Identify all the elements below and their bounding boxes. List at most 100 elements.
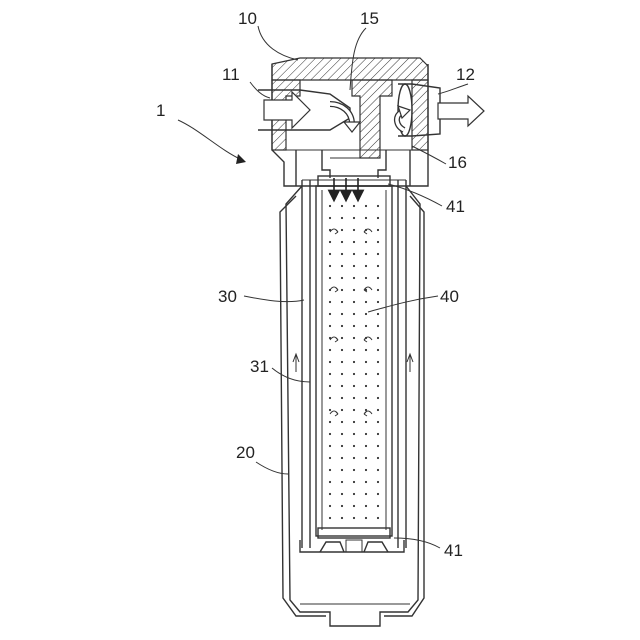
media-dot <box>329 277 331 279</box>
flow-curl-mark <box>330 411 338 416</box>
media-dot <box>341 349 343 351</box>
media-dot <box>341 385 343 387</box>
media-dot <box>329 433 331 435</box>
media-dot <box>329 325 331 327</box>
media-dot <box>329 397 331 399</box>
media-dot <box>329 505 331 507</box>
media-dot <box>377 409 379 411</box>
media-dot <box>365 373 367 375</box>
label-filter-element: 40 <box>440 287 459 306</box>
label-head: 10 <box>238 9 257 28</box>
media-dot <box>329 217 331 219</box>
media-dot <box>377 361 379 363</box>
media-dot <box>377 301 379 303</box>
media-dot <box>329 373 331 375</box>
media-dot <box>377 313 379 315</box>
media-dot <box>353 433 355 435</box>
label-end-cap-bottom: 41 <box>444 541 463 560</box>
media-dot <box>353 325 355 327</box>
media-dot <box>353 469 355 471</box>
media-dot <box>353 373 355 375</box>
media-dot <box>329 301 331 303</box>
inflow-down-arrows <box>334 178 358 196</box>
media-dot <box>377 457 379 459</box>
media-dot <box>365 325 367 327</box>
media-dot <box>341 229 343 231</box>
media-dot <box>365 253 367 255</box>
media-dot <box>365 241 367 243</box>
media-dot <box>353 385 355 387</box>
media-dot <box>365 301 367 303</box>
flow-curl-mark <box>364 287 372 292</box>
leader-16 <box>412 146 446 164</box>
media-dot <box>329 313 331 315</box>
media-dot <box>341 217 343 219</box>
media-dot <box>353 289 355 291</box>
media-dot <box>329 361 331 363</box>
media-dot <box>341 313 343 315</box>
media-dot <box>341 373 343 375</box>
leader-1-arrowhead <box>236 154 246 164</box>
media-dot <box>341 505 343 507</box>
media-dot <box>365 265 367 267</box>
media-dot <box>329 481 331 483</box>
media-dot <box>377 325 379 327</box>
media-dot <box>329 253 331 255</box>
media-dot <box>377 349 379 351</box>
media-dot <box>353 361 355 363</box>
leader-20 <box>256 462 288 474</box>
media-dot <box>341 361 343 363</box>
flow-curl-mark <box>364 411 372 416</box>
inlet-flow-arrow <box>264 92 310 128</box>
media-dot <box>341 325 343 327</box>
filter-element <box>300 176 404 552</box>
media-dot <box>365 361 367 363</box>
media-dot <box>341 457 343 459</box>
media-dot <box>353 349 355 351</box>
media-dot <box>341 337 343 339</box>
media-dot <box>377 517 379 519</box>
annulus-up-arrow-right <box>407 354 413 372</box>
media-dot <box>365 397 367 399</box>
media-dot <box>341 493 343 495</box>
media-dot <box>365 505 367 507</box>
media-dot <box>353 241 355 243</box>
media-dot <box>329 457 331 459</box>
media-dot <box>377 469 379 471</box>
label-outlet: 12 <box>456 65 475 84</box>
media-dot <box>377 265 379 267</box>
media-dot <box>353 265 355 267</box>
media-dot <box>341 253 343 255</box>
media-dot <box>353 481 355 483</box>
media-dot <box>365 481 367 483</box>
media-dot <box>353 493 355 495</box>
media-dot <box>341 517 343 519</box>
media-dot <box>365 469 367 471</box>
media-dot <box>341 469 343 471</box>
label-outer-tube: 30 <box>218 287 237 306</box>
media-dot <box>329 409 331 411</box>
media-dot <box>365 457 367 459</box>
media-dot <box>341 421 343 423</box>
media-dot <box>329 493 331 495</box>
leader-31 <box>272 368 310 382</box>
media-dot <box>377 493 379 495</box>
media-dot <box>353 445 355 447</box>
media-dot <box>377 253 379 255</box>
media-dot <box>377 277 379 279</box>
media-dot <box>353 505 355 507</box>
media-dot <box>341 241 343 243</box>
media-dot <box>377 229 379 231</box>
leader-30 <box>244 296 304 302</box>
label-end-cap-top: 41 <box>446 197 465 216</box>
media-dot <box>329 205 331 207</box>
label-bowl: 20 <box>236 443 255 462</box>
media-dot <box>353 277 355 279</box>
media-dot <box>353 205 355 207</box>
label-inlet: 11 <box>222 65 240 84</box>
outlet-flow-arrow <box>438 96 484 126</box>
media-dot <box>377 205 379 207</box>
media-dot <box>377 481 379 483</box>
media-dot <box>365 217 367 219</box>
label-tube-wall: 31 <box>250 357 269 376</box>
